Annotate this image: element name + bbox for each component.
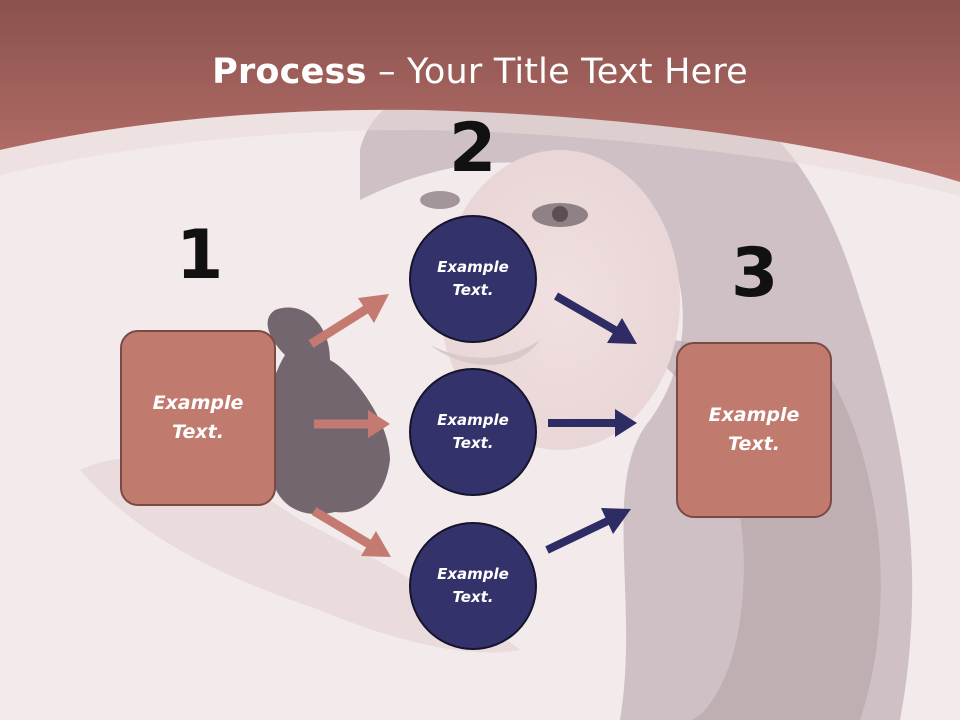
step-number-3: 3 (731, 234, 779, 313)
step-number-1: 1 (176, 216, 224, 295)
circle-1[interactable]: Example Text. (409, 215, 537, 343)
circle-3-label: Example Text. (437, 565, 509, 606)
circle-2[interactable]: Example Text. (409, 368, 537, 496)
circle-1-label: Example Text. (437, 258, 509, 299)
left-box[interactable]: Example Text. (120, 330, 276, 506)
arrow-right-top (553, 292, 637, 344)
arrow-left-top (308, 294, 389, 348)
slide-title: Process – Your Title Text Here (0, 52, 960, 92)
circle-2-label: Example Text. (437, 411, 509, 452)
step-number-2: 2 (449, 109, 497, 188)
title-bold: Process (212, 52, 367, 92)
right-box-label: Example Text. (708, 404, 800, 455)
arrow-left-bottom (311, 507, 391, 557)
title-rest: – Your Title Text Here (366, 52, 748, 92)
right-box[interactable]: Example Text. (676, 342, 832, 518)
left-box-label: Example Text. (152, 392, 244, 443)
circle-3[interactable]: Example Text. (409, 522, 537, 650)
arrow-right-bottom (545, 508, 631, 554)
arrow-right-middle (548, 409, 637, 437)
arrow-left-middle (314, 410, 390, 438)
